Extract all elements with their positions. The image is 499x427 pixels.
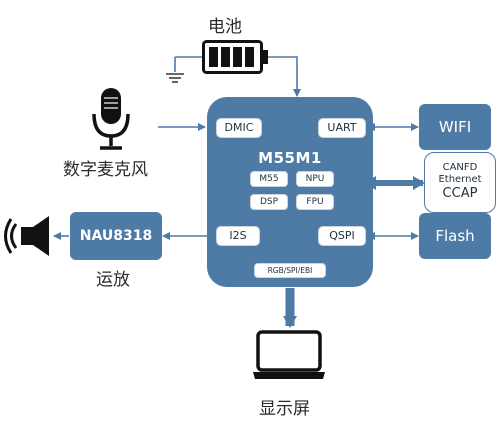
ground-icon <box>166 73 184 83</box>
microphone-icon <box>92 88 130 150</box>
wifi-box: WIFI <box>419 104 491 150</box>
battery-icon <box>202 40 268 74</box>
battery-to-mcu-arrow <box>266 56 301 97</box>
qspi-interface: QSPI <box>318 226 366 246</box>
mcu-title: M55M1 <box>258 149 322 167</box>
speaker-icon <box>4 216 49 256</box>
display-label: 显示屏 <box>259 399 310 419</box>
core-fpu: FPU <box>296 194 334 210</box>
core-npu: NPU <box>296 171 334 187</box>
can-ethernet-ccap-box: CANFD Ethernet CCAP <box>424 152 496 213</box>
amplifier-label: 运放 <box>96 270 130 290</box>
core-m55: M55 <box>250 171 288 187</box>
nau8318-box: NAU8318 <box>70 212 162 260</box>
microphone-label: 数字麦克风 <box>63 160 148 180</box>
display-bus-interface: RGB/SPI/EBI <box>254 263 326 278</box>
ccap-label: CCAP <box>442 186 478 201</box>
laptop-icon <box>253 330 325 379</box>
battery-label: 电池 <box>208 17 242 37</box>
core-dsp: DSP <box>250 194 288 210</box>
flash-box: Flash <box>419 213 491 259</box>
dmic-interface: DMIC <box>216 118 262 138</box>
uart-interface: UART <box>318 118 366 138</box>
i2s-interface: I2S <box>216 226 260 246</box>
ethernet-label: Ethernet <box>438 174 482 185</box>
canfd-label: CANFD <box>442 162 478 173</box>
